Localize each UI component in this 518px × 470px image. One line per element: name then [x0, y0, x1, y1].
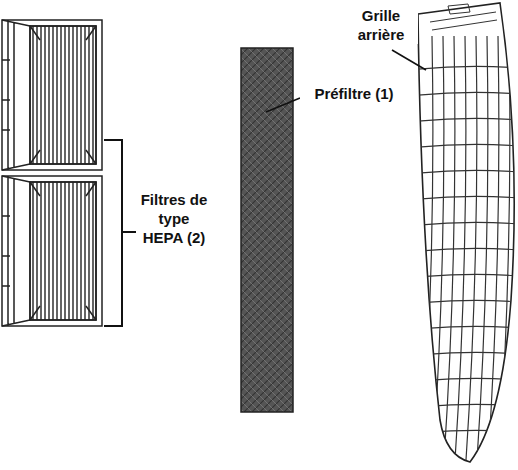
- leader-line: [266, 98, 300, 112]
- part-label: Filtres de type HEPA (2): [137, 190, 211, 247]
- hepa-filter: [2, 20, 102, 170]
- back-grille: [410, 3, 518, 462]
- bracket: [104, 140, 136, 326]
- prefilter: [241, 48, 293, 412]
- leader-line: [392, 50, 426, 70]
- part-label: Préfiltre (1): [300, 84, 408, 103]
- part-label: Grille arrière: [344, 6, 418, 44]
- hepa-filter: [2, 176, 102, 326]
